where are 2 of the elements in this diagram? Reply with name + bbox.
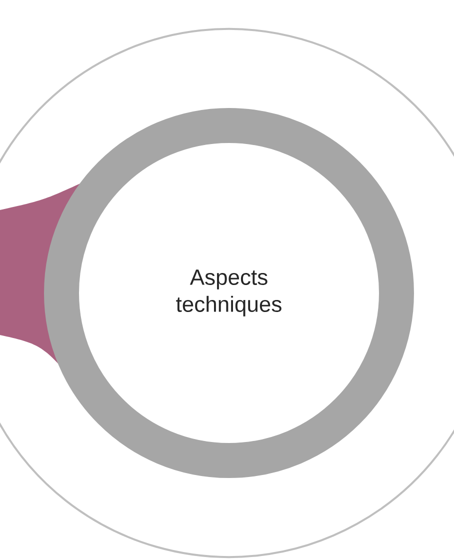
circle-node: Aspects techniques [44, 108, 414, 478]
node-label: Aspects techniques [176, 270, 282, 316]
